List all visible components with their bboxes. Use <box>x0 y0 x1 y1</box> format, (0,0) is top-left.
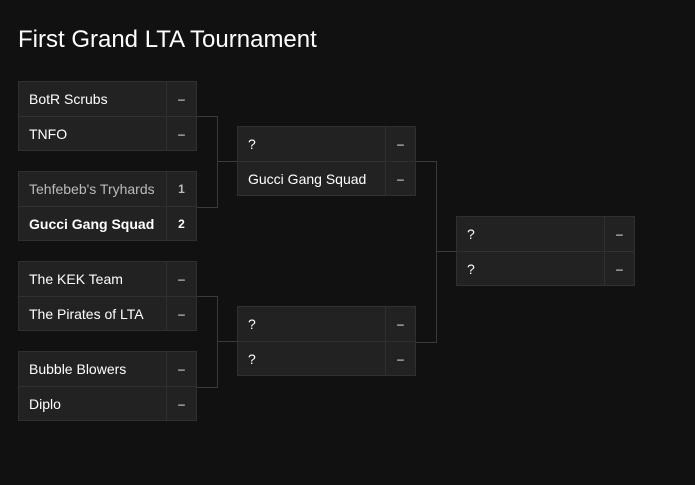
team-score: – <box>166 297 196 330</box>
team-score: – <box>166 117 196 150</box>
team-name: Bubble Blowers <box>29 361 127 377</box>
team-score: – <box>166 387 196 420</box>
bracket-connector <box>197 296 218 388</box>
team-name: TNFO <box>29 125 68 142</box>
team-score: – <box>604 252 634 285</box>
team-name: The Pirates of LTA <box>29 305 144 322</box>
team-name: ? <box>467 260 475 277</box>
team-name: BotR Scrubs <box>29 91 108 107</box>
bracket-connector <box>436 251 456 252</box>
match-slot[interactable]: The KEK Team – <box>19 262 196 296</box>
team-name: ? <box>248 136 256 152</box>
match-slot[interactable]: Tehfebeb's Tryhards 1 <box>19 172 196 206</box>
match-slot[interactable]: Diplo – <box>19 386 196 420</box>
team-name: Diplo <box>29 395 61 412</box>
match-r1-m3: The KEK Team – The Pirates of LTA – <box>18 261 197 331</box>
match-r3-m1: ? – ? – <box>456 216 635 286</box>
match-slot[interactable]: ? – <box>238 307 415 341</box>
bracket-connector <box>217 161 237 162</box>
team-name: Tehfebeb's Tryhards <box>29 181 155 197</box>
team-name: ? <box>248 316 256 332</box>
team-name: Gucci Gang Squad <box>248 170 367 187</box>
bracket-connector <box>197 116 218 208</box>
page-title: First Grand LTA Tournament <box>18 26 317 53</box>
team-name: ? <box>467 226 475 242</box>
bracket-connector <box>416 161 437 343</box>
team-score: – <box>166 352 196 386</box>
team-score: – <box>385 127 415 161</box>
match-slot[interactable]: ? – <box>457 251 634 285</box>
match-slot[interactable]: TNFO – <box>19 116 196 150</box>
match-slot[interactable]: BotR Scrubs – <box>19 82 196 116</box>
match-slot[interactable]: Bubble Blowers – <box>19 352 196 386</box>
match-slot[interactable]: ? – <box>457 217 634 251</box>
match-slot[interactable]: ? – <box>238 341 415 375</box>
match-slot[interactable]: ? – <box>238 127 415 161</box>
team-name: Gucci Gang Squad <box>29 215 155 232</box>
bracket-connector <box>217 341 237 342</box>
match-r1-m1: BotR Scrubs – TNFO – <box>18 81 197 151</box>
team-score: – <box>385 162 415 195</box>
team-name: The KEK Team <box>29 271 123 287</box>
team-name: ? <box>248 350 256 367</box>
match-slot[interactable]: The Pirates of LTA – <box>19 296 196 330</box>
match-slot[interactable]: Gucci Gang Squad 2 <box>19 206 196 240</box>
team-score: 2 <box>166 207 196 240</box>
team-score: – <box>166 82 196 116</box>
team-score: – <box>166 262 196 296</box>
match-slot[interactable]: Gucci Gang Squad – <box>238 161 415 195</box>
team-score: – <box>604 217 634 251</box>
match-r1-m2: Tehfebeb's Tryhards 1 Gucci Gang Squad 2 <box>18 171 197 241</box>
team-score: – <box>385 342 415 375</box>
match-r2-m2: ? – ? – <box>237 306 416 376</box>
team-score: 1 <box>166 172 196 206</box>
team-score: – <box>385 307 415 341</box>
match-r2-m1: ? – Gucci Gang Squad – <box>237 126 416 196</box>
match-r1-m4: Bubble Blowers – Diplo – <box>18 351 197 421</box>
